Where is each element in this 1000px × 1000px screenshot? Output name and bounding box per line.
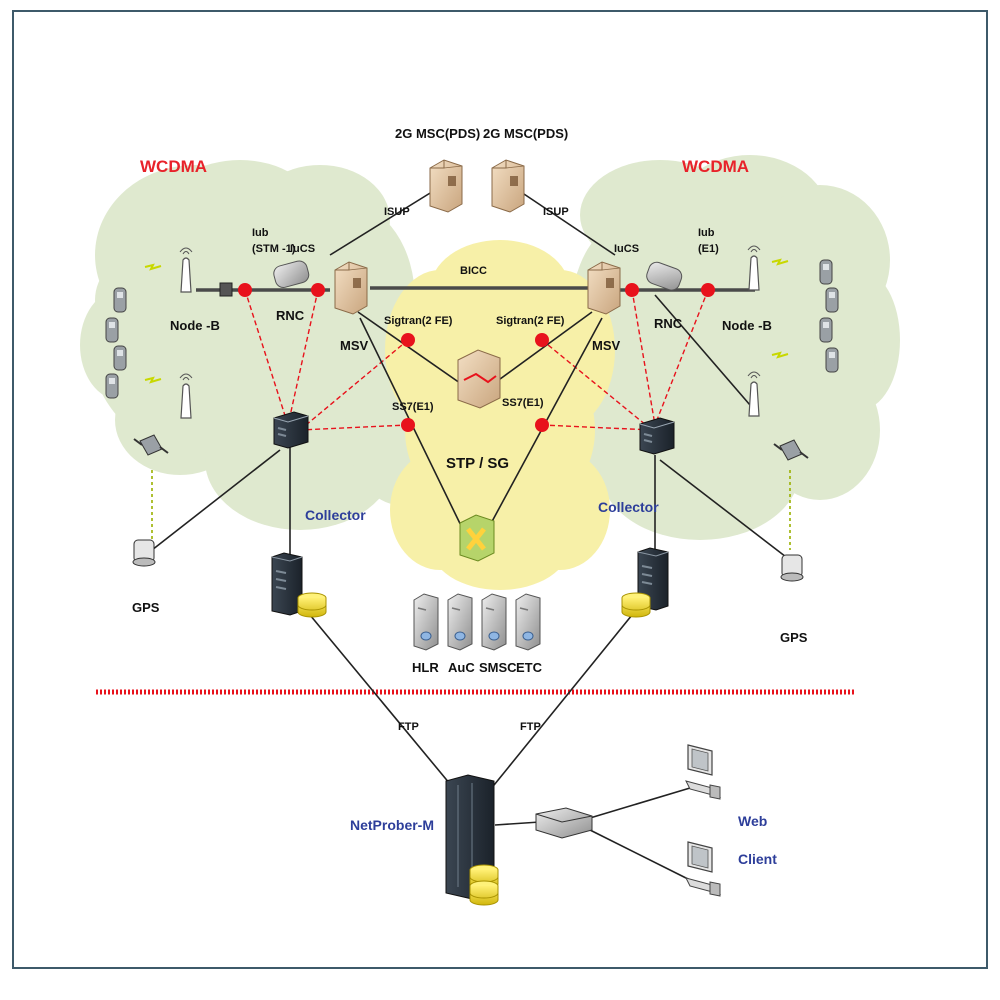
msc-label-left: 2G MSC(PDS) bbox=[395, 126, 480, 141]
bicc-label: BICC bbox=[460, 265, 487, 277]
wcdma-title-right: WCDMA bbox=[682, 157, 749, 176]
gps-label-left: GPS bbox=[132, 600, 160, 615]
iub-label-left-line2: (STM -1) bbox=[252, 243, 296, 255]
phone-icon bbox=[105, 317, 119, 343]
ftp-label-left: FTP bbox=[398, 721, 419, 733]
ss7-label-left: SS7(E1) bbox=[392, 401, 434, 413]
web-client-label-line2: Client bbox=[738, 851, 777, 867]
smsc-server-icon bbox=[481, 593, 507, 651]
etc-server-icon bbox=[515, 593, 541, 651]
database-icon bbox=[621, 592, 651, 618]
gps-icon bbox=[133, 434, 169, 456]
rnc-router-right bbox=[646, 261, 683, 291]
web-client-label-line1: Web bbox=[738, 813, 767, 829]
sigtran-label-right: Sigtran(2 FE) bbox=[496, 315, 565, 327]
hub-icon bbox=[535, 807, 593, 839]
collector-label-left: Collector bbox=[305, 507, 366, 523]
stp-sg-label: STP / SG bbox=[446, 455, 509, 472]
auc-server-icon bbox=[447, 593, 473, 651]
auc-label: AuC bbox=[448, 660, 475, 675]
database-icon bbox=[469, 880, 499, 906]
netprober-label: NetProber-M bbox=[350, 817, 434, 833]
switch-icon bbox=[639, 417, 675, 455]
server-icon bbox=[587, 261, 621, 315]
radio-signal-marks bbox=[144, 258, 789, 384]
etc-label: ETC bbox=[516, 660, 543, 675]
server-icon bbox=[334, 261, 368, 315]
iub-connector-left bbox=[219, 282, 233, 297]
phone-icon bbox=[113, 345, 127, 371]
backbone-bus bbox=[196, 286, 755, 292]
router-icon bbox=[273, 260, 310, 288]
wcdma-title-left: WCDMA bbox=[140, 157, 207, 176]
msv-label-left: MSV bbox=[340, 338, 369, 353]
probe-points bbox=[238, 283, 715, 432]
phone-icon bbox=[825, 287, 839, 313]
workstation-icon bbox=[685, 744, 721, 800]
server-icon bbox=[491, 159, 525, 213]
hlr-server-icon bbox=[413, 593, 439, 651]
hlr-label: HLR bbox=[412, 660, 439, 675]
ss7-label-right: SS7(E1) bbox=[502, 397, 544, 409]
msv-label-right: MSV bbox=[592, 338, 621, 353]
sigtran-label-left: Sigtran(2 FE) bbox=[384, 315, 453, 327]
diagram-frame bbox=[12, 10, 988, 969]
iub-label-right: Iub bbox=[698, 227, 715, 239]
gps-receiver-icon bbox=[132, 539, 156, 567]
router-icon bbox=[646, 261, 683, 291]
phone-icon bbox=[105, 373, 119, 399]
isup-label-right: ISUP bbox=[543, 206, 569, 218]
isup-label-left: ISUP bbox=[384, 206, 410, 218]
gps-label-right: GPS bbox=[780, 630, 808, 645]
collector-label-right: Collector bbox=[598, 499, 659, 515]
server-icon bbox=[429, 159, 463, 213]
node-b-label-right: Node -B bbox=[722, 318, 772, 333]
switch-icon bbox=[273, 411, 309, 449]
rnc-router-left bbox=[273, 260, 310, 288]
workstation-icon bbox=[685, 841, 721, 897]
node-b-label-left: Node -B bbox=[170, 318, 220, 333]
iucs-label-left: IuCS bbox=[290, 243, 315, 255]
wcdma-cloud-left bbox=[80, 160, 455, 530]
rnc-label-left: RNC bbox=[276, 308, 305, 323]
phone-icon bbox=[113, 287, 127, 313]
stp-sg-cloud bbox=[385, 240, 615, 590]
phone-icon bbox=[825, 347, 839, 373]
iub-label-left: Iub bbox=[252, 227, 269, 239]
gps-icon bbox=[773, 439, 809, 461]
network-links bbox=[151, 189, 791, 881]
msc-label-right: 2G MSC(PDS) bbox=[483, 126, 568, 141]
stp-icon bbox=[457, 349, 501, 409]
phone-icon bbox=[819, 317, 833, 343]
database-icon bbox=[297, 592, 327, 618]
iucs-label-right: IuCS bbox=[614, 243, 639, 255]
stp-switch-icon bbox=[459, 514, 495, 562]
probe-lines bbox=[244, 289, 709, 431]
phone-icon bbox=[819, 259, 833, 285]
gps-receiver-icon bbox=[780, 554, 804, 582]
ftp-label-right: FTP bbox=[520, 721, 541, 733]
rnc-label-right: RNC bbox=[654, 316, 683, 331]
smsc-label: SMSC bbox=[479, 660, 517, 675]
iub-label-right-line2: (E1) bbox=[698, 243, 719, 255]
